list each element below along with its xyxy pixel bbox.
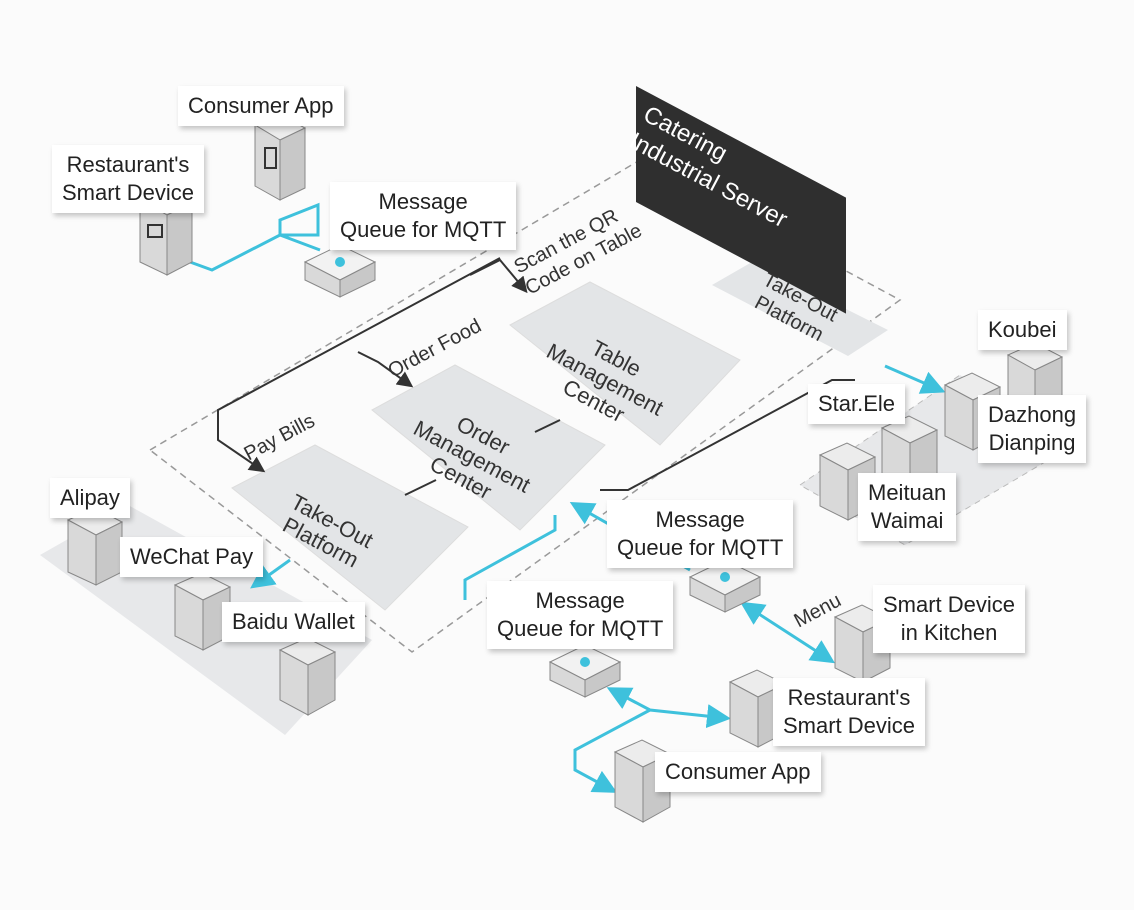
label-koubei: Koubei bbox=[978, 310, 1067, 350]
order-management-block bbox=[371, 364, 606, 531]
label-star-ele: Star.Ele bbox=[808, 384, 906, 424]
flow-table-order bbox=[534, 419, 561, 433]
label-wechat-pay: WeChat Pay bbox=[120, 537, 264, 577]
takeout-server-block bbox=[712, 262, 888, 356]
label-dazhong: Dazhong Dianping bbox=[978, 395, 1087, 463]
device-baidu bbox=[278, 637, 337, 716]
blue-order-mqtt bbox=[463, 515, 557, 600]
blue-bottom-consumer bbox=[573, 708, 651, 793]
label-mqtt-bottom: Message Queue for MQTT bbox=[487, 581, 674, 649]
label-mqtt-top: Message Queue for MQTT bbox=[330, 182, 517, 250]
table-management-block bbox=[509, 281, 741, 446]
device-consumer-app-top bbox=[253, 114, 307, 201]
server-boundary bbox=[148, 159, 902, 653]
label-meituan: Meituan Waimai bbox=[858, 473, 957, 541]
flow-takeout-link bbox=[600, 379, 855, 491]
device-alipay bbox=[66, 507, 124, 586]
flow-order-takeout bbox=[404, 479, 437, 496]
blue-top-cluster bbox=[189, 202, 321, 272]
takeout-block bbox=[231, 444, 469, 611]
flow-scan-qr bbox=[469, 258, 528, 294]
label-baidu-wallet: Baidu Wallet bbox=[222, 602, 365, 642]
blue-takeout-payment bbox=[250, 558, 291, 589]
blue-takeout-delivery bbox=[884, 364, 946, 394]
blue-menu-kitchen bbox=[739, 601, 836, 664]
label-consumer-app-top: Consumer App bbox=[178, 86, 344, 126]
mqtt-box-right bbox=[688, 559, 762, 613]
label-restaurant-device-bottom: Restaurant's Smart Device bbox=[773, 678, 926, 746]
label-restaurant-device-top: Restaurant's Smart Device bbox=[52, 145, 205, 213]
label-alipay: Alipay bbox=[50, 478, 130, 518]
label-consumer-app-bottom: Consumer App bbox=[655, 752, 821, 792]
mqtt-box-bottom bbox=[548, 644, 622, 698]
flow-pay-bills bbox=[217, 257, 501, 473]
mqtt-box-top bbox=[303, 244, 377, 298]
blue-bottom-cluster bbox=[606, 687, 731, 729]
label-mqtt-right: Message Queue for MQTT bbox=[607, 500, 794, 568]
flow-order-food bbox=[357, 351, 414, 388]
label-kitchen-device: Smart Device in Kitchen bbox=[873, 585, 1026, 653]
